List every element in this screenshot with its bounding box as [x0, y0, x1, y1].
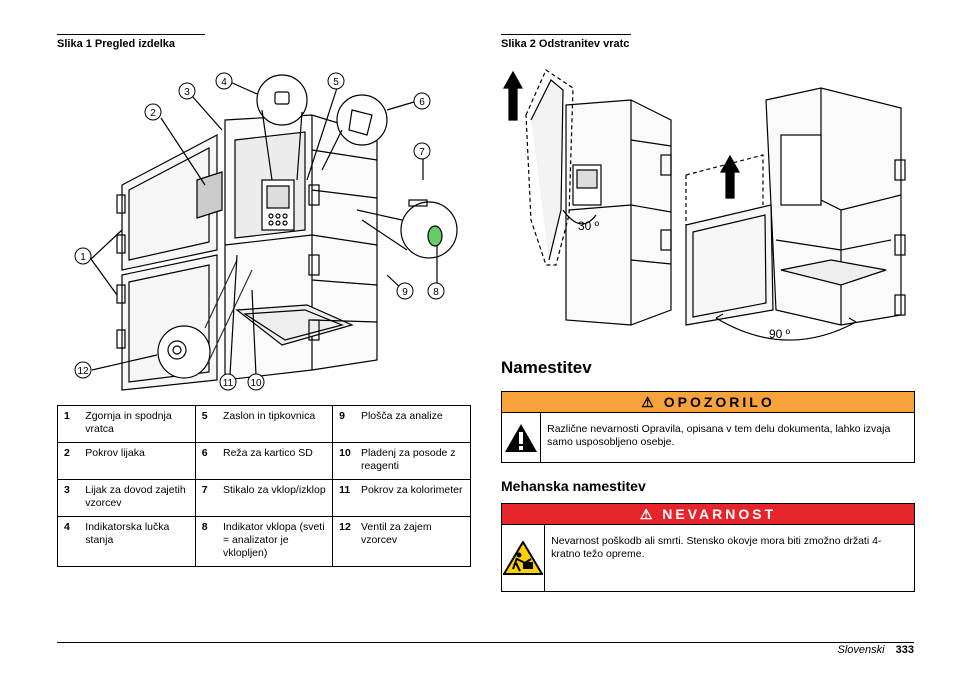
- legend-item-text: Plošča za analize: [356, 405, 471, 443]
- door-removal-figure: 30 º 90 º: [502, 69, 906, 341]
- legend-item-number: 12: [332, 516, 357, 567]
- legend-item-text: Pokrov za kolorimeter: [356, 479, 471, 517]
- warning-triangle-icon: ⚠: [641, 394, 657, 410]
- footer-rule: [57, 642, 914, 643]
- svg-text:5: 5: [333, 77, 339, 88]
- figure-1-caption: Slika 1 Pregled izdelka: [57, 34, 205, 50]
- svg-text:3: 3: [184, 87, 190, 98]
- svg-text:12: 12: [77, 366, 89, 377]
- page-number: 333: [895, 644, 914, 656]
- svg-text:8: 8: [433, 287, 439, 298]
- product-overview-figure: 1 2 3 4 5 6 7 8 9 10 11 12: [74, 72, 458, 391]
- callout-3: 3: [178, 82, 196, 100]
- legend-item-number: 5: [194, 405, 219, 443]
- danger-box: ⚠ NEVARNOST Nevarnost poškodb ali smrti.…: [501, 503, 915, 592]
- callout-8: 8: [427, 282, 445, 300]
- warning-label: OPOZORILO: [663, 394, 775, 410]
- legend-item-text: Indikatorska lučka stanja: [81, 516, 196, 567]
- warning-triangle-icon: [502, 413, 542, 462]
- svg-text:4: 4: [221, 77, 227, 88]
- callout-11: 11: [219, 373, 237, 391]
- callout-6: 6: [413, 92, 431, 110]
- callout-9: 9: [396, 282, 414, 300]
- legend-item-number: 9: [332, 405, 357, 443]
- figure-2-caption: Slika 2 Odstranitev vratc: [501, 34, 631, 50]
- legend-item-text: Zgornja in spodnja vratca: [81, 405, 196, 443]
- warning-header: ⚠ OPOZORILO: [502, 392, 914, 413]
- legend-item-text: Reža za kartico SD: [218, 442, 334, 480]
- callout-2: 2: [144, 103, 162, 121]
- legend-item-text: Lijak za dovod zajetih vzorcev: [81, 479, 196, 517]
- danger-triangle-icon: ⚠: [639, 506, 656, 522]
- legend-item-number: 3: [57, 479, 82, 517]
- svg-text:7: 7: [419, 147, 425, 158]
- svg-text:11: 11: [223, 378, 234, 389]
- legend-item-number: 6: [194, 442, 219, 480]
- danger-label: NEVARNOST: [662, 506, 777, 522]
- callout-10: 10: [247, 373, 265, 391]
- heavy-object-icon: [502, 525, 546, 591]
- section-title: Namestitev: [501, 358, 592, 377]
- legend-item-text: Pokrov lijaka: [81, 442, 196, 480]
- legend-item-text: Indikator vklopa (sveti = analizator je …: [218, 516, 334, 567]
- warning-text: Različne nevarnosti Opravila, opisana v …: [547, 423, 891, 448]
- legend-item-number: 10: [332, 442, 357, 480]
- warning-box: ⚠ OPOZORILO Različne nevarnosti Opravila…: [501, 391, 915, 463]
- callout-7: 7: [413, 142, 431, 160]
- legend-item-text: Zaslon in tipkovnica: [218, 405, 334, 443]
- callout-1: 1: [74, 247, 92, 265]
- svg-text:6: 6: [419, 97, 425, 108]
- legend-item-number: 8: [194, 516, 219, 567]
- danger-text: Nevarnost poškodb ali smrti. Stensko oko…: [551, 535, 882, 560]
- callout-12: 12: [74, 361, 92, 379]
- callout-4: 4: [215, 72, 233, 90]
- legend-item-number: 4: [57, 516, 82, 567]
- footer-language: Slovenski: [837, 644, 885, 656]
- svg-text:1: 1: [80, 252, 86, 263]
- angle-90-label: 90 º: [769, 327, 791, 341]
- svg-text:2: 2: [150, 108, 156, 119]
- legend-item-number: 1: [57, 405, 82, 443]
- danger-header: ⚠ NEVARNOST: [502, 504, 914, 525]
- subsection-title: Mehanska namestitev: [501, 478, 646, 494]
- legend-item-number: 7: [194, 479, 219, 517]
- svg-text:10: 10: [250, 378, 262, 389]
- svg-text:9: 9: [402, 287, 408, 298]
- legend-item-text: Ventil za zajem vzorcev: [356, 516, 471, 567]
- legend-item-number: 11: [332, 479, 357, 517]
- callout-5: 5: [327, 72, 345, 90]
- legend-item-text: Stikalo za vklop/izklop: [218, 479, 334, 517]
- legend-item-text: Pladenj za posode z reagenti: [356, 442, 471, 480]
- page-footer: Slovenski 333: [838, 644, 915, 656]
- legend-item-number: 2: [57, 442, 82, 480]
- angle-30-label: 30 º: [578, 219, 600, 233]
